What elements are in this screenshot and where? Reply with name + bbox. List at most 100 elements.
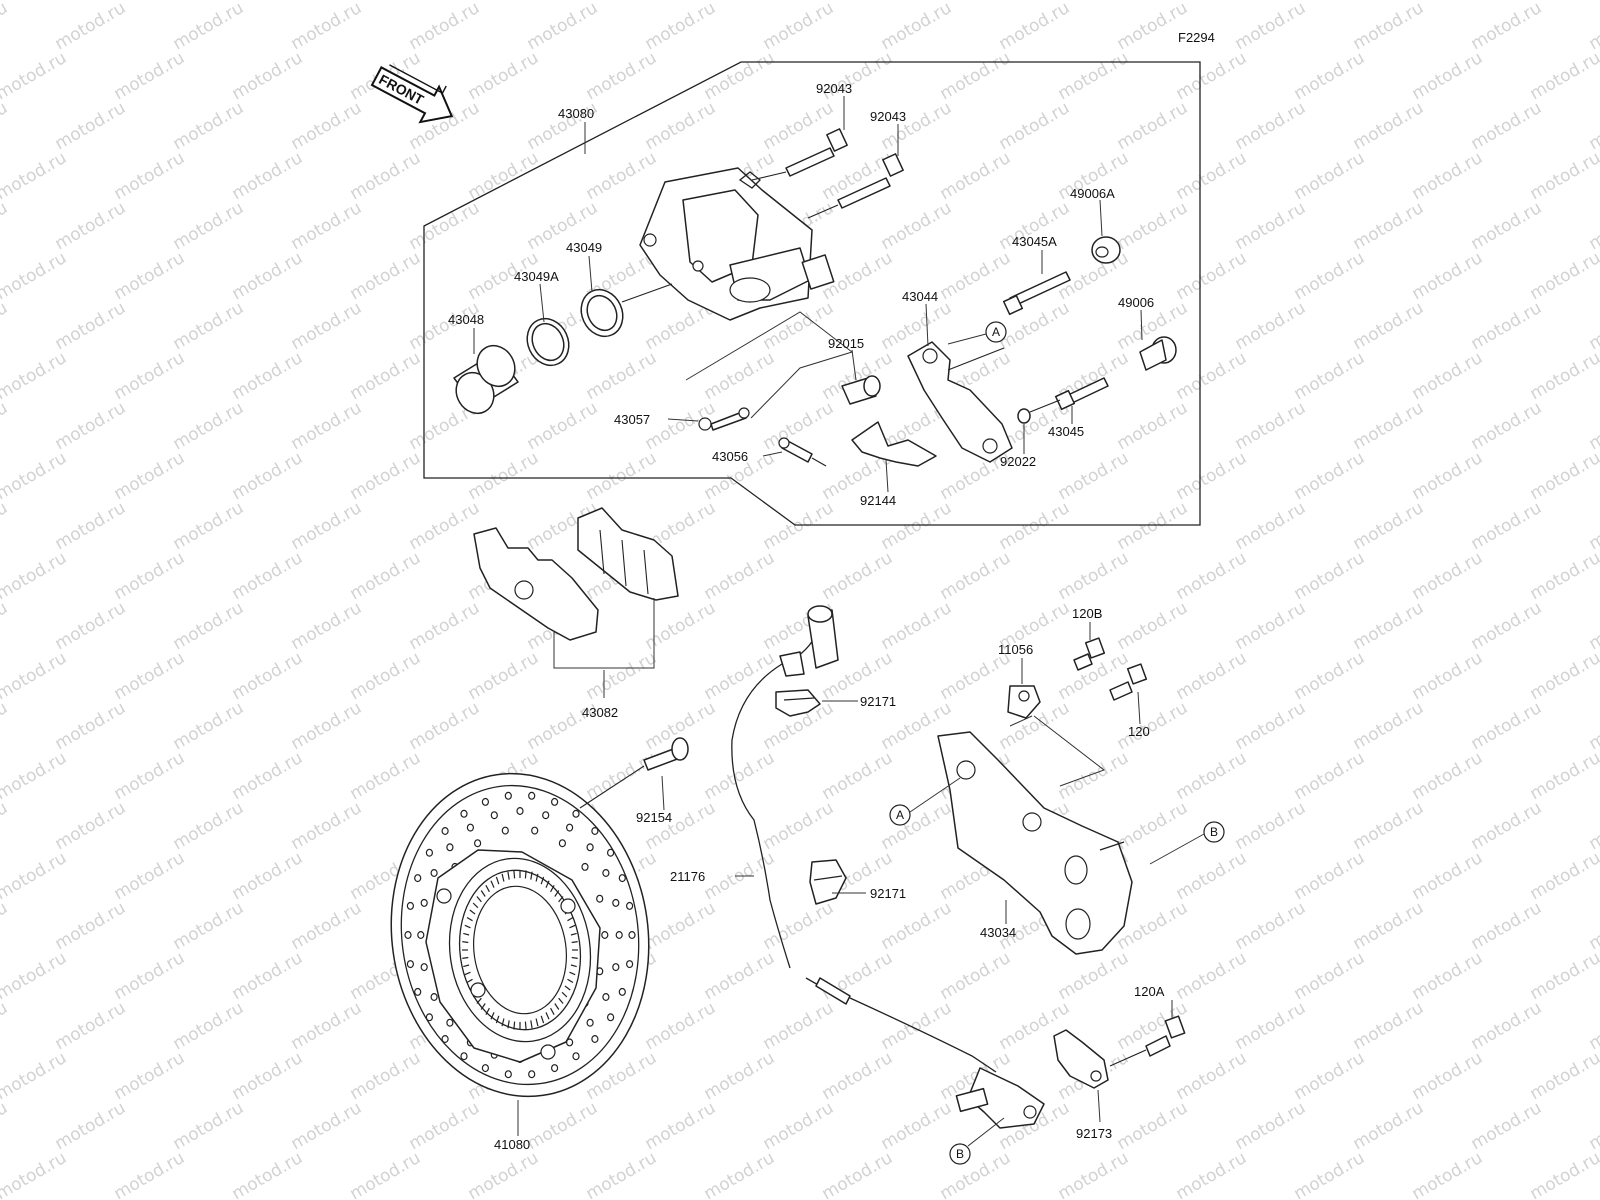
- watermark-text: motod.ru: [111, 848, 189, 904]
- watermark-text: motod.ru: [52, 998, 130, 1054]
- watermark-text: motod.ru: [0, 598, 11, 654]
- part-label-43044: 43044: [902, 289, 938, 304]
- abs-ring-tooth: [513, 1021, 516, 1030]
- watermark-text: motod.ru: [1409, 248, 1487, 304]
- abs-ring-tooth: [507, 1020, 510, 1029]
- abs-ring-tooth: [554, 1003, 560, 1010]
- watermark-text: motod.ru: [288, 398, 366, 454]
- watermark-text: motod.ru: [170, 398, 248, 454]
- watermark-text: motod.ru: [1468, 698, 1546, 754]
- abs-ring-tooth: [463, 932, 470, 936]
- watermark-text: motod.ru: [229, 548, 307, 604]
- part-label-43048: 43048: [448, 312, 484, 327]
- abs-ring-tooth: [464, 971, 471, 976]
- watermark-text: motod.ru: [465, 448, 543, 504]
- watermark-text: motod.ru: [1586, 498, 1600, 554]
- watermark-text: motod.ru: [111, 248, 189, 304]
- watermark-text: motod.ru: [347, 748, 425, 804]
- abs-ring-tooth: [570, 964, 577, 968]
- caliper-body: [639, 167, 835, 321]
- watermark-text: motod.ru: [937, 48, 1015, 104]
- watermark-text: motod.ru: [1055, 948, 1133, 1004]
- abs-ring-tooth: [540, 876, 545, 885]
- disc-vent-hole: [441, 1034, 449, 1043]
- watermark-text: motod.ru: [1291, 548, 1369, 604]
- watermark-text: motod.ru: [1468, 1098, 1546, 1154]
- watermark-text: motod.ru: [878, 1098, 956, 1154]
- watermark-text: motod.ru: [1291, 1148, 1369, 1200]
- bleeder-cap-43057: [698, 407, 750, 431]
- watermark-text: motod.ru: [819, 548, 897, 604]
- piston-43048: [453, 344, 519, 415]
- watermark-text: motod.ru: [583, 1148, 661, 1200]
- watermark-text: motod.ru: [288, 898, 366, 954]
- watermark-text: motod.ru: [642, 898, 720, 954]
- watermark-text: motod.ru: [1586, 198, 1600, 254]
- disc-vent-hole: [602, 992, 610, 1001]
- abs-sensor-lead-21176: [731, 605, 997, 1073]
- abs-ring-tooth: [464, 924, 471, 929]
- watermark-text: motod.ru: [1586, 898, 1600, 954]
- watermark-text: motod.ru: [1350, 198, 1428, 254]
- watermark-text: motod.ru: [347, 1048, 425, 1104]
- disc-vent-hole: [606, 848, 615, 857]
- watermark-text: motod.ru: [1586, 0, 1600, 54]
- watermark-text: motod.ru: [170, 898, 248, 954]
- watermark-text: motod.ru: [1527, 1048, 1600, 1104]
- watermark-text: motod.ru: [1527, 848, 1600, 904]
- watermark-text: motod.ru: [642, 0, 720, 54]
- abs-ring-tooth: [480, 1003, 486, 1010]
- abs-ring-tooth: [485, 885, 490, 893]
- watermark-text: motod.ru: [1291, 148, 1369, 204]
- watermark-text: motod.ru: [1173, 548, 1251, 604]
- watermark-text: motod.ru: [1173, 1148, 1251, 1200]
- watermark-text: motod.ru: [524, 398, 602, 454]
- abs-ring-tooth: [571, 956, 578, 959]
- disc-vent-hole: [618, 987, 626, 996]
- disc-vent-hole: [628, 930, 636, 939]
- watermark-text: motod.ru: [0, 298, 11, 354]
- watermark-text: motod.ru: [52, 598, 130, 654]
- watermark-text: motod.ru: [1173, 648, 1251, 704]
- ref-marker-a-upper: A: [947, 321, 1007, 345]
- watermark-text: motod.ru: [0, 948, 70, 1004]
- part-label-41080: 41080: [494, 1137, 530, 1152]
- watermark-text: motod.ru: [0, 498, 11, 554]
- watermark-text: motod.ru: [347, 648, 425, 704]
- watermark-text: motod.ru: [1350, 398, 1428, 454]
- ref-marker-a-lower: A: [889, 777, 961, 826]
- watermark-text: motod.ru: [1350, 498, 1428, 554]
- watermark-text: motod.ru: [1232, 598, 1310, 654]
- abs-ring-tooth: [554, 890, 560, 897]
- disc-vent-hole: [501, 826, 509, 835]
- watermark-text: motod.ru: [1527, 348, 1600, 404]
- abs-ring-tooth: [540, 1015, 545, 1024]
- watermark-text: motod.ru: [1468, 398, 1546, 454]
- watermark-text: motod.ru: [170, 598, 248, 654]
- abs-ring-tooth: [476, 997, 482, 1004]
- disc-vent-hole: [528, 791, 536, 800]
- disc-vent-hole: [425, 848, 433, 857]
- part-label-21176: 21176: [670, 869, 705, 884]
- watermark-text: motod.ru: [1232, 998, 1310, 1054]
- watermark-text: motod.ru: [465, 648, 543, 704]
- watermark-text: motod.ru: [347, 548, 425, 604]
- svg-text:A: A: [992, 325, 1000, 339]
- disc-vent-hole: [581, 862, 589, 871]
- watermark-text: motod.ru: [347, 248, 425, 304]
- svg-text:A: A: [896, 808, 904, 822]
- watermark-text: motod.ru: [1409, 1148, 1487, 1200]
- watermark-text: motod.ru: [170, 998, 248, 1054]
- watermark-text: motod.ru: [229, 648, 307, 704]
- abs-ring-tooth: [550, 885, 555, 893]
- abs-ring-tooth: [567, 916, 574, 922]
- disc-vent-hole: [404, 930, 412, 939]
- abs-ring-tooth: [495, 1015, 500, 1024]
- clamp-92171-upper: [775, 689, 821, 717]
- part-label-92173: 92173: [1076, 1126, 1112, 1141]
- watermark-text: motod.ru: [1468, 998, 1546, 1054]
- watermark-text: motod.ru: [1291, 348, 1369, 404]
- watermark-text: motod.ru: [1173, 248, 1251, 304]
- abs-ring-tooth: [558, 997, 564, 1004]
